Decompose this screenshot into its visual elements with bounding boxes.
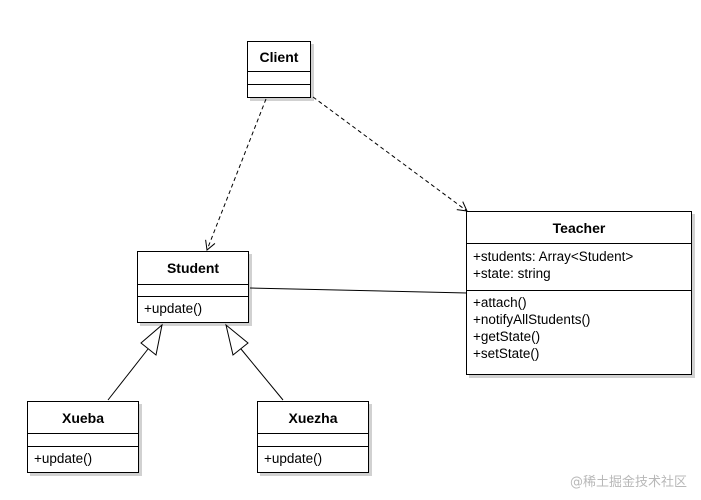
generalization-line-xueba [107,348,149,401]
class-name: Student [138,252,248,285]
attributes-compartment: +students: Array<Student> +state: string [467,244,691,291]
generalization-line-xuezha [240,348,284,401]
attributes-compartment [28,434,138,447]
attributes-compartment [248,72,310,85]
class-name: Client [248,42,310,72]
attribute: +state: string [473,266,551,281]
operation: +update() [144,301,203,316]
class-xuezha[interactable]: Xuezha +update() [257,401,369,473]
operations-compartment [248,85,310,97]
operations-compartment: +attach() +notifyAllStudents() +getState… [467,291,691,364]
class-xueba[interactable]: Xueba +update() [27,401,139,473]
association-student-teacher [249,287,468,294]
generalization-arrowhead-xuezha [225,323,249,356]
operation: +update() [264,451,323,466]
watermark: @稀土掘金技术社区 [569,475,687,490]
class-student[interactable]: Student +update() [137,251,249,323]
dependency-client-teacher [312,96,468,212]
operations-compartment: +update() [28,447,138,469]
operation: +notifyAllStudents() [473,312,591,327]
class-teacher[interactable]: Teacher +students: Array<Student> +state… [466,211,692,375]
dependency-client-student [205,98,267,251]
attributes-compartment [258,434,368,447]
operations-compartment: +update() [258,447,368,469]
class-name: Teacher [467,212,691,244]
operation: +getState() [473,329,541,344]
class-name: Xueba [28,402,138,434]
operation: +update() [34,451,93,466]
operations-compartment: +update() [138,297,248,319]
operation: +setState() [473,346,540,361]
attributes-compartment [138,285,248,297]
generalization-arrowhead-xueba [140,323,163,356]
attribute: +students: Array<Student> [473,249,634,264]
operation: +attach() [473,295,527,310]
class-client[interactable]: Client [247,41,311,98]
class-name: Xuezha [258,402,368,434]
